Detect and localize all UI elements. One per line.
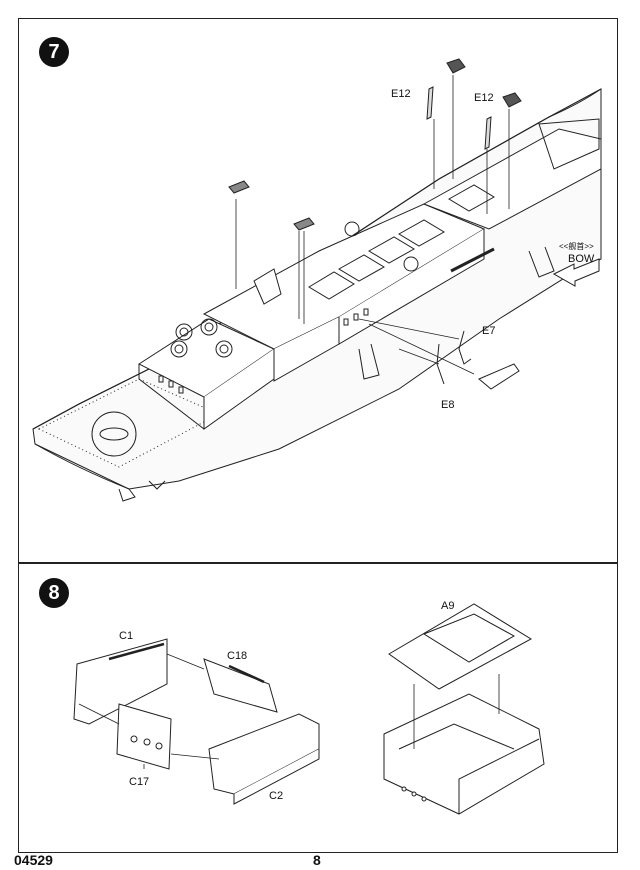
part-label-e7: E7 [482,325,496,337]
step-7-panel: 7 [18,18,618,563]
hangar-assembly-illustration [73,603,545,815]
step-number-badge: 8 [39,578,69,608]
ship-hull-illustration [32,58,602,502]
part-label-e12-left: E12 [391,88,411,100]
part-label-c17: C17 [129,776,150,788]
product-code: 04529 [14,852,53,868]
bow-label: BOW [568,253,595,265]
part-label-c2: C2 [269,790,284,802]
part-label-c18: C18 [227,650,248,662]
page-number: 8 [313,852,321,868]
part-label-e8: E8 [441,399,455,411]
bow-label-chinese: <<舰首>> [559,242,594,251]
part-label-a9: A9 [441,600,455,612]
part-label-e12-right: E12 [474,92,494,104]
part-label-c1: C1 [119,630,134,642]
step-number-badge: 7 [39,37,69,67]
step-8-panel: 8 [18,563,618,853]
